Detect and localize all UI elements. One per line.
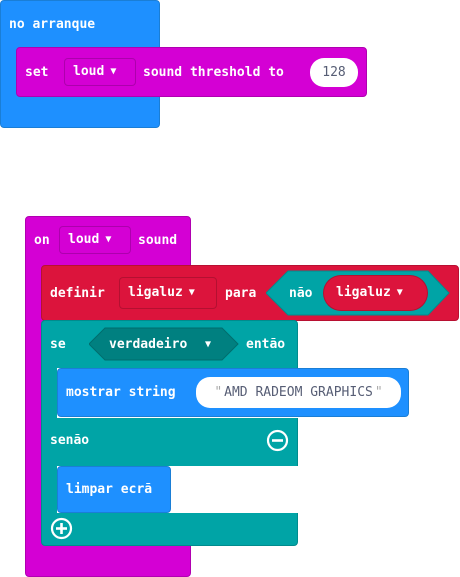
clear-screen-block[interactable] [57,466,171,513]
variable-ref-value: ligaluz [336,285,391,300]
on-label: on [34,233,50,248]
show-string-input[interactable]: " AMD RADEOM GRAPHICS " [196,377,401,408]
if-label: se [50,337,66,352]
sound-level-value: loud [73,64,105,79]
show-string-label: mostrar string [66,385,176,400]
minus-circle-icon[interactable] [266,429,289,452]
sound-level-dropdown[interactable]: loud ▼ [64,58,136,86]
chevron-down-icon: ▼ [396,287,403,298]
to-label: para [225,286,257,301]
open-quote-icon: " [214,384,223,400]
variable-name-value: ligaluz [128,285,183,300]
not-label: não [289,286,313,301]
event-sound-dropdown[interactable]: loud ▼ [59,226,131,254]
threshold-value-input[interactable]: 128 [310,58,358,87]
show-string-value: AMD RADEOM GRAPHICS [224,384,373,400]
threshold-value: 128 [322,64,346,80]
condition-chevron-down-icon[interactable]: ▼ [205,339,212,350]
chevron-down-icon: ▼ [110,66,117,77]
close-quote-icon: " [374,384,383,400]
chevron-down-icon: ▼ [188,287,195,298]
sound-label: sound [138,233,178,248]
variable-name-dropdown[interactable]: ligaluz ▼ [119,277,217,309]
condition-value: verdadeiro [109,337,188,352]
on-start-label: no arranque [9,17,96,32]
set-label: set [25,65,49,80]
chevron-down-icon: ▼ [105,234,112,245]
then-label: então [246,337,286,352]
clear-screen-label: limpar ecrã [66,482,153,497]
condition-block[interactable] [89,327,239,361]
else-label: senão [50,433,90,448]
set-variable-label: definir [50,286,105,301]
plus-circle-icon[interactable] [50,517,73,540]
sound-threshold-label: sound threshold to [143,65,284,80]
event-sound-value: loud [68,232,100,247]
variable-ref-dropdown[interactable]: ligaluz ▼ [323,275,428,311]
